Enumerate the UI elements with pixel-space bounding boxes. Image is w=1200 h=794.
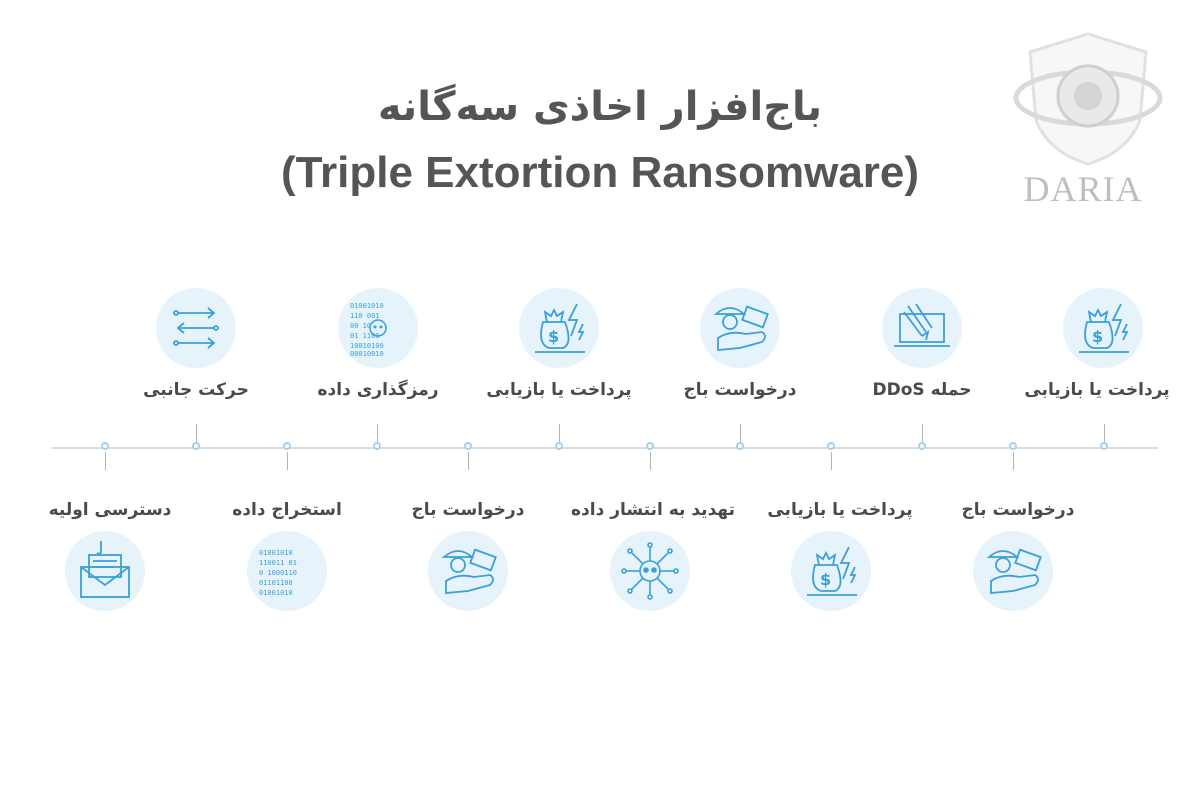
binary-skull-icon: 01001010 110 001 00 10 01 1100 10010100 … [350,302,387,358]
svg-text:10010100: 10010100 [350,342,384,350]
timeline-line [52,447,1158,449]
svg-text:$: $ [548,327,559,346]
step-ransom-circle [428,531,508,611]
timeline-node [373,442,381,450]
shield-logo-icon [1013,32,1163,166]
tick-up [559,424,560,442]
step-label: حرکت جانبی [143,380,249,400]
tick-up [196,424,197,442]
tick-down [287,452,288,470]
daria-logo: DARIA [1008,28,1168,213]
step-label: درخواست باج [683,380,797,400]
step-encryption-circle: 01001010 110 001 00 10 01 1100 10010100 … [338,288,418,368]
tick-up [1104,424,1105,442]
money-bag-icon: $ [807,546,857,596]
money-bag-icon: $ [535,303,585,353]
svg-text:0 1000110: 0 1000110 [259,569,297,577]
money-bag-icon: $ [1079,303,1129,353]
timeline-node [283,442,291,450]
tick-up [377,424,378,442]
svg-text:00010010: 00010010 [350,350,384,358]
timeline-node [918,442,926,450]
timeline-node [1100,442,1108,450]
step-label: رمزگذاری داده [317,380,439,400]
laptop-attack-icon [894,303,950,347]
timeline-node [464,442,472,450]
step-lateral-movement-circle [156,288,236,368]
timeline-node [646,442,654,450]
timeline-node [555,442,563,450]
step-pay-circle: $ [1063,288,1143,368]
timeline-node [827,442,835,450]
tick-down [831,452,832,470]
step-initial-access-circle [65,531,145,611]
step-pay-circle: $ [519,288,599,368]
tick-down [650,452,651,470]
hacker-money-icon [441,548,497,594]
svg-text:$: $ [1092,327,1103,346]
svg-text:110011 01: 110011 01 [259,559,297,567]
logo-text: DARIA [1023,169,1143,209]
svg-text:00 10: 00 10 [350,322,371,330]
tick-down [105,452,106,470]
step-label: تهدید به انتشار داده [570,500,735,520]
skull-network-icon [621,542,679,600]
svg-text:$: $ [820,570,831,589]
timeline-node [192,442,200,450]
phishing-email-icon [80,541,130,598]
tick-up [922,424,923,442]
tick-down [1013,452,1014,470]
hacker-money-icon [713,305,769,351]
step-leak-threat-circle [610,531,690,611]
svg-text:01 1100: 01 1100 [350,332,380,340]
svg-text:01001010: 01001010 [259,589,293,597]
svg-text:01001010: 01001010 [259,549,293,557]
timeline-node [101,442,109,450]
hacker-money-icon [986,548,1042,594]
tick-up [740,424,741,442]
title-english: (Triple Extortion Ransomware) [280,148,920,197]
step-label: پرداخت یا بازیابی [486,380,632,400]
step-label: پرداخت یا بازیابی [1024,380,1170,400]
binary-data-icon: 01001010 110011 01 0 1000110 01101100 01… [259,549,297,597]
timeline-node [1009,442,1017,450]
step-label: حمله DDoS [872,380,972,400]
step-exfiltration-circle: 01001010 110011 01 0 1000110 01101100 01… [247,531,327,611]
step-label: درخواست باج [961,500,1075,520]
tick-down [468,452,469,470]
step-ransom-circle [700,288,780,368]
title-persian: باج‌افزار اخاذی سه‌گانه [377,84,823,130]
step-label: استخراج داده [232,500,342,520]
timeline-node [736,442,744,450]
step-pay-circle: $ [791,531,871,611]
step-ddos-circle [882,288,962,368]
step-ransom-circle [973,531,1053,611]
step-label: پرداخت یا بازیابی [767,500,913,520]
svg-text:01101100: 01101100 [259,579,293,587]
arrows-icon [173,307,219,349]
svg-text:01001010: 01001010 [350,302,384,310]
svg-text:110 001: 110 001 [350,312,380,320]
step-label: دسترسی اولیه [48,500,172,520]
step-label: درخواست باج [411,500,525,520]
